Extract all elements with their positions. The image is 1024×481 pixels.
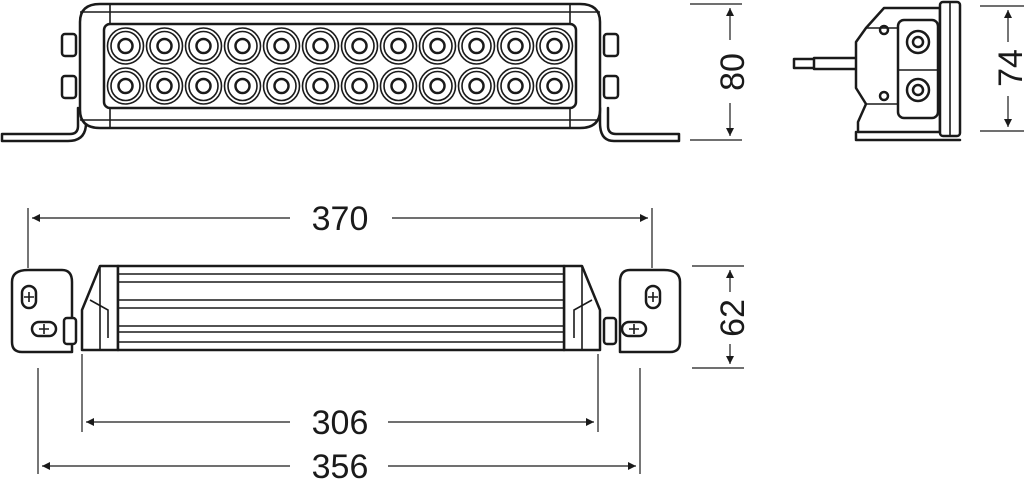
overall-width-label: 370 [312,200,369,238]
led-reflector [145,27,184,65]
led-reflector [496,27,535,65]
mount-width-dimension: 356 [37,368,641,481]
bar-height-dimension: 62 [692,265,752,369]
led-reflector [457,67,496,105]
side-view [792,0,962,142]
mount-width-label: 356 [312,448,369,481]
led-reflector [223,27,262,65]
front-height-label: 80 [714,53,752,91]
led-reflector [535,27,574,65]
left-bracket-slot-lower [30,320,58,338]
bar-width-dimension: 306 [81,354,599,442]
top-view [10,264,682,354]
front-height-dimension: 80 [690,3,752,141]
bar-height-label: 62 [714,299,752,337]
led-reflector [262,27,301,65]
led-reflector [457,27,496,65]
side-height-label: 74 [992,49,1024,87]
led-reflector [184,27,223,65]
led-reflector [301,67,340,105]
led-reflector [184,67,223,105]
right-bracket-slot-upper [644,284,662,310]
led-reflector [145,67,184,105]
led-reflector [106,27,145,65]
led-reflector [223,67,262,105]
led-reflector [340,67,379,105]
overall-width-dimension: 370 [27,200,653,268]
led-reflector [340,27,379,65]
led-reflector [496,67,535,105]
led-reflector [301,27,340,65]
led-reflector [106,67,145,105]
left-bracket-slot-upper [20,284,38,310]
front-view [0,2,681,143]
bar-width-label: 306 [312,404,369,442]
right-bracket-slot-lower [620,320,648,338]
led-reflector [535,67,574,105]
led-reflector [262,67,301,105]
led-grid [106,27,574,105]
side-height-dimension: 74 [980,5,1024,132]
led-reflector [418,67,457,105]
led-reflector [379,67,418,105]
led-reflector [379,27,418,65]
led-reflector [418,27,457,65]
